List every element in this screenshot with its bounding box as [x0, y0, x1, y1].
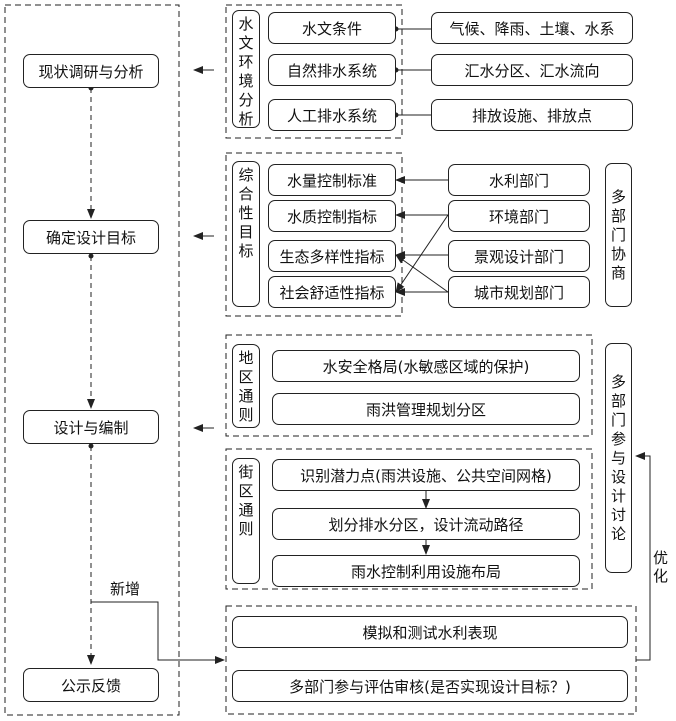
main-process-frame	[4, 4, 180, 716]
feedback-simulation-test: 模拟和测试水利表现	[232, 616, 628, 648]
regional-stormwater-zoning: 雨洪管理规划分区	[272, 393, 580, 425]
dept-urban-planning: 城市规划部门	[448, 276, 590, 308]
target-biodiversity: 生态多样性指标	[268, 240, 396, 272]
multi-dept-design-discussion: 多部门参与设计讨论	[605, 343, 632, 573]
target-water-quantity: 水量控制标准	[268, 164, 396, 196]
dept-landscape-design: 景观设计部门	[448, 240, 590, 272]
dept-environment: 环境部门	[448, 200, 590, 232]
target-water-quality: 水质控制指标	[268, 200, 396, 232]
street-rules-frame	[225, 448, 593, 590]
step-public-feedback: 公示反馈	[23, 668, 159, 702]
hydro-detail-natural-drainage: 汇水分区、汇水流向	[431, 54, 633, 86]
regional-rules-frame	[225, 334, 593, 437]
street-rules-label: 街区通则	[232, 458, 260, 584]
feedback-multi-dept-review: 多部门参与评估审核(是否实现设计目标？)	[232, 670, 628, 702]
multi-dept-coordination: 多部门协商	[605, 163, 632, 307]
hydro-item-conditions: 水文条件	[268, 12, 396, 44]
hydro-detail-conditions: 气候、降雨、土壤、水系	[431, 12, 633, 44]
street-facility-layout: 雨水控制利用设施布局	[272, 555, 580, 587]
step-survey-analysis: 现状调研与分析	[23, 54, 159, 88]
target-social-comfort: 社会舒适性指标	[268, 276, 396, 308]
hydro-detail-artificial-drainage: 排放设施、排放点	[431, 99, 633, 131]
new-label: 新增	[110, 580, 141, 598]
dept-water-resources: 水利部门	[448, 164, 590, 196]
step-define-targets: 确定设计目标	[23, 220, 159, 254]
step-design-compile: 设计与编制	[23, 410, 159, 444]
regional-water-security: 水安全格局(水敏感区域的保护)	[272, 350, 580, 382]
regional-rules-label: 地区通则	[232, 344, 260, 428]
hydro-analysis-label: 水文环境分析	[232, 10, 260, 128]
optimize-label: 优化	[653, 549, 669, 585]
hydro-analysis-frame	[225, 4, 403, 139]
street-identify-potential: 识别潜力点(雨洪设施、公共空间网格)	[272, 459, 580, 491]
hydro-item-natural-drainage: 自然排水系统	[268, 54, 396, 86]
hydro-item-artificial-drainage: 人工排水系统	[268, 99, 396, 131]
targets-label: 综合性目标	[232, 161, 260, 307]
street-drainage-zoning: 划分排水分区，设计流动路径	[272, 508, 580, 540]
